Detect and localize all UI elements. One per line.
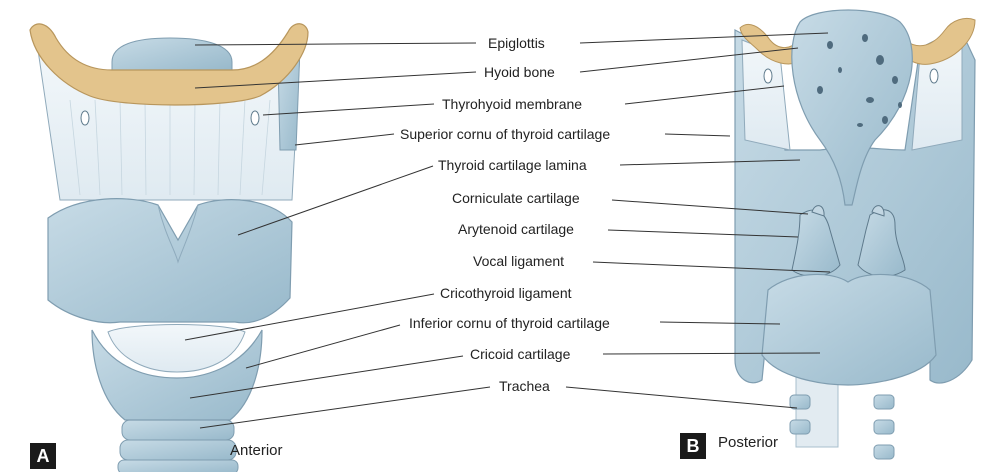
label-superior-cornu: Superior cornu of thyroid cartilage bbox=[400, 126, 611, 142]
anterior-caption: Anterior bbox=[230, 442, 283, 459]
panel-b-badge: B bbox=[680, 433, 706, 459]
label-vocal-ligament: Vocal ligament bbox=[473, 253, 565, 269]
label-arytenoid: Arytenoid cartilage bbox=[458, 221, 574, 237]
anterior-view bbox=[29, 23, 309, 472]
label-trachea: Trachea bbox=[499, 378, 550, 394]
hyoid-bone-a bbox=[29, 23, 309, 106]
thyroid-cartilage-a bbox=[47, 198, 293, 324]
cricoid-cartilage-a bbox=[91, 329, 263, 421]
cricothyroid-membrane-a bbox=[107, 324, 246, 373]
posterior-caption: Posterior bbox=[718, 434, 779, 451]
panel-a-badge: A bbox=[30, 443, 56, 469]
posterior-view bbox=[734, 9, 976, 460]
label-cricoid: Cricoid cartilage bbox=[470, 346, 571, 362]
trachea-a bbox=[117, 419, 239, 472]
label-hyoid-bone: Hyoid bone bbox=[484, 64, 555, 80]
leader-lines bbox=[184, 32, 831, 429]
label-inferior-cornu: Inferior cornu of thyroid cartilage bbox=[409, 315, 610, 331]
label-corniculate: Corniculate cartilage bbox=[452, 190, 580, 206]
cricoid-cartilage-b bbox=[761, 273, 937, 386]
epiglottis-a bbox=[111, 37, 233, 71]
label-thyroid-lamina: Thyroid cartilage lamina bbox=[438, 157, 587, 173]
label-thyrohyoid-membrane: Thyrohyoid membrane bbox=[442, 96, 583, 112]
label-cricothyroid-ligament: Cricothyroid ligament bbox=[440, 285, 572, 301]
label-epiglottis: Epiglottis bbox=[488, 35, 545, 51]
corniculate-cartilage-b bbox=[811, 205, 825, 217]
